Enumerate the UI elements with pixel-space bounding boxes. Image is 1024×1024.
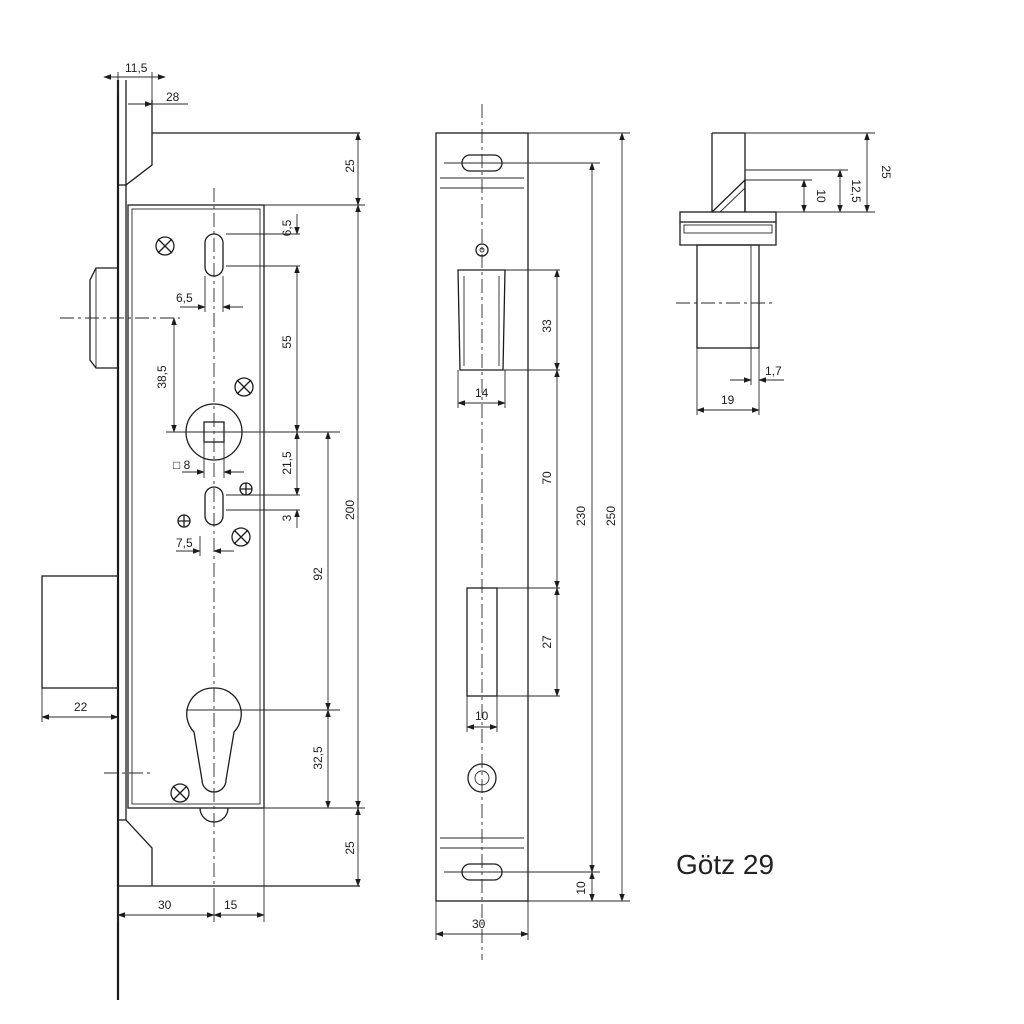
dim-55: 55 [280,335,294,349]
dim-70: 70 [540,471,554,485]
dim-28: 28 [166,90,180,104]
dim-10-slot: 10 [475,709,489,723]
latch-stem [711,132,746,212]
lock-body-side-view [41,80,360,1000]
dim-8: □ 8 [173,458,191,472]
screw-icon [234,377,254,397]
dim-25-top: 25 [343,159,357,173]
latch-detail-view [676,132,777,349]
cylinder-hole [467,763,497,793]
dim-22: 22 [74,700,88,714]
screw-icon [177,514,191,528]
screw-icon [170,783,190,803]
dim-25-bottom: 25 [343,841,357,855]
upper-slot [204,233,224,277]
cylinder-cutout [186,687,242,793]
dim-30-faceplate: 30 [472,917,486,931]
latch-flange [679,211,777,223]
dim-11-5: 11,5 [125,61,148,75]
dim-1-7: 1,7 [765,364,782,378]
dim-12-5: 12,5 [849,179,863,203]
dim-230: 230 [574,506,588,526]
dim-32-5: 32,5 [311,746,325,770]
dim-250: 250 [604,506,618,526]
latch-bevel [711,178,746,213]
dim-92: 92 [311,567,325,581]
screw-icon [239,482,253,496]
latch-opening [457,269,506,371]
dim-10-latch: 10 [814,189,828,203]
dim-14: 14 [475,386,489,400]
latch-body [696,244,760,349]
deadbolt-opening [466,587,498,697]
dim-6-5-vertical: 6,5 [280,219,294,236]
dim-21-5: 21,5 [280,451,294,475]
latch-bolt [89,267,118,369]
dim-6-5-horizontal: 6,5 [176,291,193,305]
dim-15: 15 [224,898,238,912]
screw-icon [231,527,251,547]
faceplate-front-view [435,104,600,960]
lower-slot [204,486,224,526]
dim-3: 3 [280,514,294,521]
side-view-dimensions: 11,5 28 25 6,5 55 38,5 6,5 □ 8 21,5 3 7,… [41,61,365,922]
model-caption: Götz 29 [676,849,775,880]
latch-detail-dimensions: 25 12,5 10 1,7 19 [696,132,893,415]
dim-200: 200 [343,500,357,520]
faceplate-screw-hole [475,243,489,257]
screw-icon [155,236,175,256]
faceplate-dimensions: 33 14 70 27 10 230 250 10 30 [435,132,630,940]
dim-10-bottom: 10 [574,881,588,895]
dim-30-side: 30 [158,898,172,912]
dim-38-5: 38,5 [155,365,169,389]
dead-bolt [41,575,119,689]
dim-27: 27 [540,635,554,649]
lock-case [127,204,265,809]
dim-33: 33 [540,319,554,333]
dim-7-5: 7,5 [176,536,193,550]
dim-19: 19 [721,393,735,407]
dim-25-latch: 25 [879,165,893,179]
